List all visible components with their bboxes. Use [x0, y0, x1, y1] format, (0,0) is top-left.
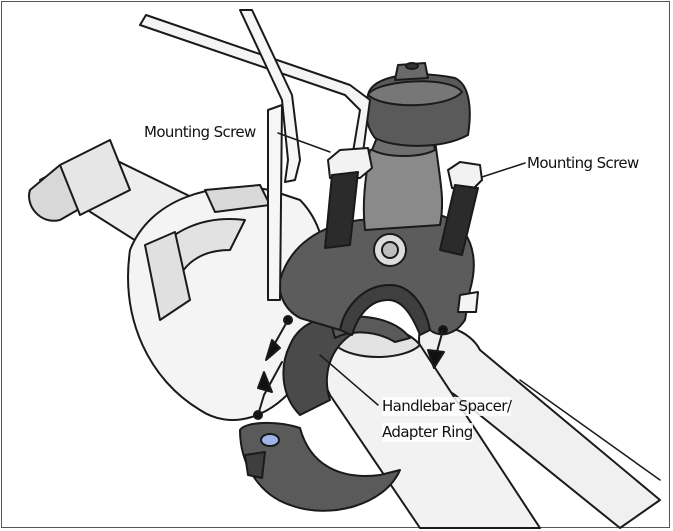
- label-spacer-line1: Handlebar Spacer/: [382, 397, 512, 416]
- label-mounting-screw-left: Mounting Screw: [144, 123, 256, 142]
- spacer-tab: [457, 291, 479, 313]
- label-mounting-screw-right: Mounting Screw: [527, 154, 639, 173]
- mounting-screw-left: [324, 147, 373, 249]
- top-knob: [364, 62, 471, 147]
- label-spacer-line2: Adapter Ring: [382, 423, 473, 442]
- mounting-screw-right: [439, 161, 483, 256]
- retention-strap: [239, 9, 301, 301]
- mount-clamp-lower: [239, 421, 401, 512]
- leader-lines: [277, 132, 526, 406]
- assembly-arrow-right: [427, 325, 448, 369]
- assembly-arrows-left: [253, 315, 293, 420]
